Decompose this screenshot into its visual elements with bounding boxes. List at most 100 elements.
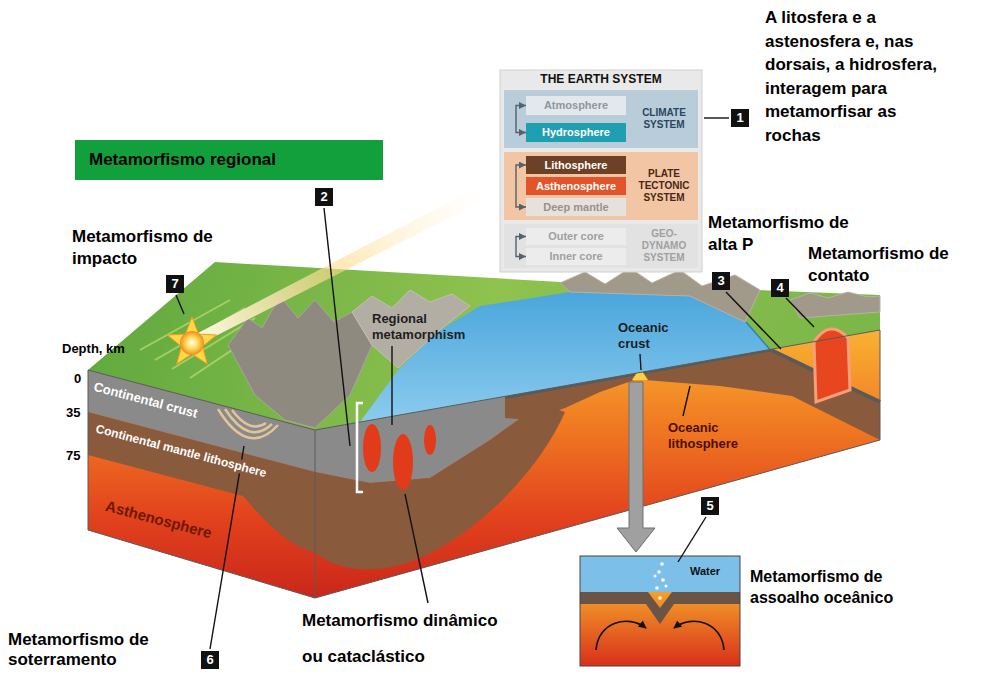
box-label: Atmosphere bbox=[526, 96, 626, 115]
subsystem-box-fill bbox=[504, 152, 698, 220]
top-surface bbox=[790, 292, 880, 318]
subsystem-box: PLATE TECTONIC SYSTEM LithosphereAsthenos… bbox=[504, 152, 698, 220]
depth-value: 35 bbox=[66, 405, 80, 421]
regional-metamorphism-zone bbox=[424, 425, 436, 455]
layer-label: Oceanic lithosphere bbox=[668, 420, 763, 451]
system-name: GEO-DYNAMO SYSTEM bbox=[632, 228, 696, 264]
seafloor-detail bbox=[674, 621, 724, 650]
sphere-box: Hydrosphere bbox=[526, 123, 626, 142]
meteor-impact bbox=[167, 317, 216, 364]
callout-number: 3 bbox=[712, 272, 730, 290]
layer-label: Water bbox=[690, 565, 720, 578]
zoom-arrow bbox=[617, 382, 655, 552]
continental-layers bbox=[315, 404, 565, 569]
leader-line bbox=[640, 354, 641, 370]
depth-value: 75 bbox=[66, 448, 80, 464]
system-panel: THE EARTH SYSTEM CLIMATE SYSTEM Atmosphere… bbox=[500, 70, 702, 272]
callout-number: 5 bbox=[701, 497, 719, 515]
zoom-arrow bbox=[617, 382, 655, 552]
contact-intrusion bbox=[814, 329, 850, 402]
seafloor-detail bbox=[580, 592, 740, 666]
seafloor-detail bbox=[580, 556, 740, 666]
leader-line bbox=[176, 295, 184, 314]
leader-line bbox=[704, 117, 729, 118]
callout-number: 2 bbox=[315, 188, 333, 206]
axis-title: Depth, km bbox=[62, 341, 125, 357]
metamorphism-type: Metamorfismo de soterramento bbox=[8, 630, 193, 669]
note-text: A litosfera e a astenosfera e, nas dorsa… bbox=[765, 6, 950, 147]
seafloor-detail bbox=[580, 556, 740, 592]
layer-label: Regional metamorphism bbox=[372, 311, 492, 342]
depth-value: 0 bbox=[74, 371, 81, 387]
seafloor-detail bbox=[654, 575, 657, 578]
metamorphism-type: Metamorfismo de assoalho oceânico bbox=[750, 566, 940, 608]
metamorphism-type: Metamorfismo de contato bbox=[808, 243, 973, 287]
panel-heading: THE EARTH SYSTEM bbox=[500, 70, 702, 88]
metamorphism-type: Metamorfismo de impacto bbox=[72, 226, 257, 270]
seafloor-detail bbox=[658, 596, 662, 600]
box-label: Metamorfismo regional bbox=[75, 140, 383, 180]
block-edges bbox=[88, 330, 880, 598]
seafloor-detail bbox=[661, 578, 665, 582]
top-surface bbox=[360, 292, 770, 422]
interaction-loop bbox=[516, 106, 526, 133]
seafloor-detail bbox=[660, 562, 664, 566]
sphere-box: Asthenosphere bbox=[526, 177, 626, 195]
leader-line bbox=[324, 208, 350, 446]
subsystem-box-fill bbox=[504, 224, 698, 268]
interaction-loop bbox=[516, 237, 526, 257]
layer-label: Oceanic crust bbox=[618, 320, 688, 351]
regional-metamorphism-zone bbox=[363, 424, 381, 472]
leader-line bbox=[176, 118, 814, 649]
regional-metamorphism-zone bbox=[393, 434, 413, 490]
meteor-impact bbox=[180, 331, 204, 355]
sphere-box: Inner core bbox=[526, 248, 626, 265]
seafloor-detail bbox=[655, 586, 659, 590]
top-surface bbox=[88, 262, 880, 430]
sphere-box: Atmosphere bbox=[526, 96, 626, 115]
box-label: Lithosphere bbox=[526, 156, 626, 174]
bracket bbox=[357, 403, 363, 492]
top-surface bbox=[560, 268, 760, 322]
box-label: Asthenosphere bbox=[526, 177, 626, 195]
callout-number: 6 bbox=[201, 651, 219, 669]
seafloor-detail bbox=[580, 556, 740, 666]
sphere-box: Deep mantle bbox=[526, 198, 626, 216]
seafloor-detail bbox=[665, 585, 668, 588]
callout-number: 1 bbox=[731, 109, 749, 127]
meteor-impact bbox=[188, 183, 492, 350]
leader-line bbox=[678, 517, 706, 562]
box-label: Outer core bbox=[526, 228, 626, 245]
seafloor-detail bbox=[654, 562, 668, 600]
system-name: CLIMATE SYSTEM bbox=[632, 107, 696, 131]
continental-layers bbox=[240, 492, 315, 552]
block-edges bbox=[88, 330, 880, 598]
seafloor-detail bbox=[596, 621, 646, 650]
leader-line bbox=[405, 494, 428, 603]
leader-line bbox=[683, 386, 690, 416]
meteor-impact bbox=[167, 183, 492, 364]
box-label: Inner core bbox=[526, 248, 626, 265]
continental-layers bbox=[88, 412, 315, 515]
contact-intrusion bbox=[814, 329, 850, 402]
top-surface bbox=[88, 262, 880, 430]
seafloor-detail bbox=[580, 592, 740, 624]
metamorphism-type: Metamorfismo dinâmico ou cataclástico bbox=[302, 603, 512, 675]
sphere-box: Lithosphere bbox=[526, 156, 626, 174]
leader-line bbox=[210, 446, 244, 649]
sphere-box: Outer core bbox=[526, 228, 626, 245]
box-label: Deep mantle bbox=[526, 198, 626, 216]
seafloor-detail bbox=[657, 570, 661, 574]
system-panel-fill bbox=[500, 70, 702, 272]
system-name: PLATE TECTONIC SYSTEM bbox=[632, 168, 696, 204]
leader-line bbox=[786, 298, 814, 327]
regional-metamorphism-zone bbox=[363, 424, 436, 490]
leader-line bbox=[391, 346, 392, 425]
title-banner: Metamorfismo regional bbox=[75, 140, 383, 180]
callout-number: 4 bbox=[771, 279, 789, 297]
subsystem-box: CLIMATE SYSTEM AtmosphereHydrosphere bbox=[504, 90, 698, 148]
block-edges bbox=[315, 430, 316, 598]
block-edges bbox=[88, 330, 880, 430]
callout-number: 7 bbox=[166, 275, 184, 293]
subsystem-box: GEO-DYNAMO SYSTEM Outer coreInner core bbox=[504, 224, 698, 268]
